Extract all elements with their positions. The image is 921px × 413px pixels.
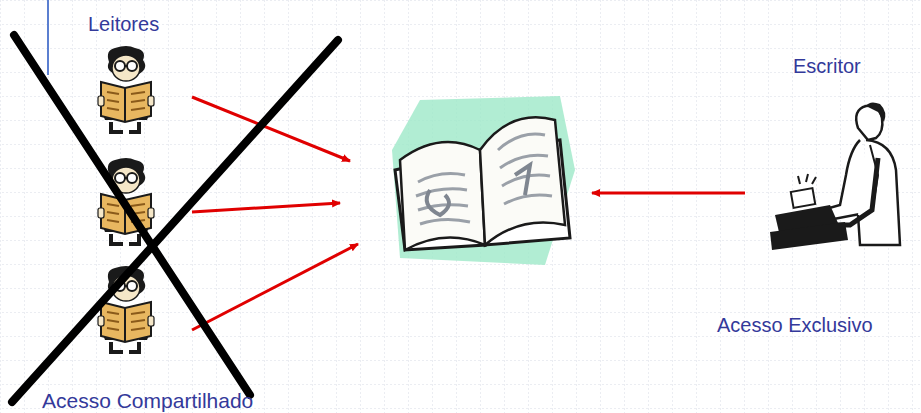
caption-label: Acesso Compartilhado [42,389,253,412]
access-arrow [592,192,745,195]
cross-mark [12,40,338,402]
reader-figure [98,46,154,132]
slide-rule [47,0,49,75]
writer-figure [770,102,900,250]
cross-mark [14,35,250,395]
caption-label: Escritor [793,55,861,77]
book-illustration [392,96,575,265]
access-arrow [192,97,350,161]
caption-label: Acesso Exclusivo [717,314,873,336]
caption-label: Leitores [88,13,159,35]
access-arrow [192,203,340,212]
access-arrow [192,244,358,330]
